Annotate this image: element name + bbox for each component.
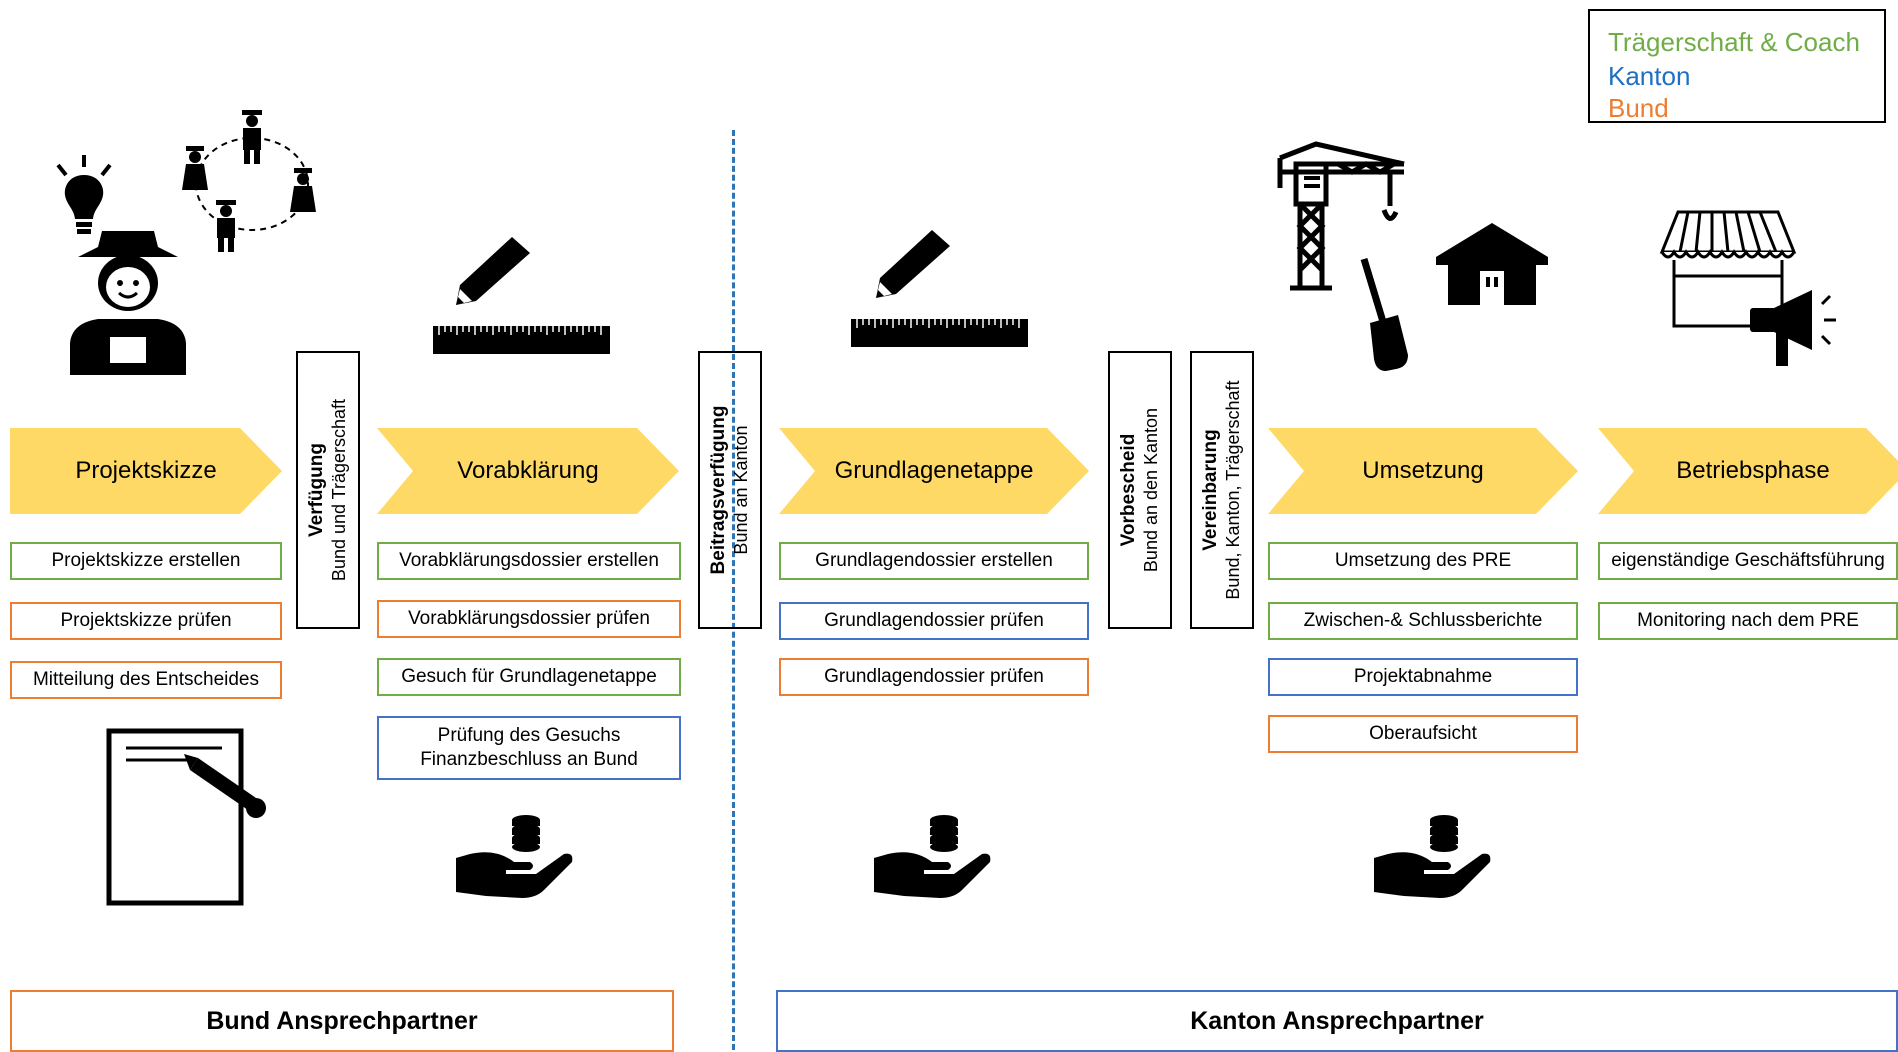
divider-line bbox=[732, 130, 735, 1050]
pencil-icon bbox=[876, 230, 950, 298]
shovel-icon bbox=[1360, 257, 1408, 371]
task-line: Finanzbeschluss an Bund bbox=[420, 749, 638, 770]
decision-title: Vereinbarung bbox=[1200, 429, 1221, 551]
document-icon bbox=[106, 728, 266, 906]
farmer-icon bbox=[70, 231, 186, 375]
phase-label: Vorabklärung bbox=[457, 457, 599, 484]
money-hand-icon bbox=[456, 815, 573, 898]
contact-kanton: Kanton Ansprechpartner bbox=[776, 990, 1898, 1052]
barn-icon bbox=[1436, 223, 1548, 305]
task-geschaeftsfuehrung: eigenständige Geschäftsführung bbox=[1598, 542, 1898, 580]
decision-subtitle: Bund und Trägerschaft bbox=[329, 398, 349, 582]
ruler-icon bbox=[433, 326, 610, 354]
task-grundlagendossier-pruefen-kanton: Grundlagendossier prüfen bbox=[779, 602, 1089, 640]
task-monitoring: Monitoring nach dem PRE bbox=[1598, 602, 1898, 640]
money-hand-icon bbox=[1374, 815, 1491, 898]
phase-umsetzung: Umsetzung bbox=[1268, 428, 1578, 514]
ruler-icon bbox=[851, 319, 1028, 347]
legend-bund: Bund bbox=[1608, 93, 1669, 123]
task-projektabnahme: Projektabnahme bbox=[1268, 658, 1578, 696]
task-projektskizze-pruefen: Projektskizze prüfen bbox=[10, 602, 282, 640]
phase-label: Grundlagenetappe bbox=[834, 457, 1034, 484]
phase-label: Projektskizze bbox=[75, 457, 217, 484]
task-line: Prüfung des Gesuchs bbox=[437, 725, 621, 746]
people-network-icon bbox=[182, 110, 316, 252]
decision-title: Beitragsverfügung bbox=[708, 405, 729, 575]
market-stall-icon bbox=[1659, 210, 1797, 328]
money-hand-icon bbox=[874, 815, 991, 898]
phase-projektskizze: Projektskizze bbox=[10, 428, 282, 514]
task-mitteilung-entscheid: Mitteilung des Entscheides bbox=[10, 661, 282, 699]
task-grundlagendossier-pruefen-bund: Grundlagendossier prüfen bbox=[779, 658, 1089, 696]
phase-label: Betriebsphase bbox=[1676, 457, 1830, 484]
task-gesuch-grundlagenetappe: Gesuch für Grundlagenetappe bbox=[377, 658, 681, 696]
decision-subtitle: Bund, Kanton, Trägerschaft bbox=[1223, 380, 1243, 600]
contact-bund: Bund Ansprechpartner bbox=[10, 990, 674, 1052]
legend-kanton: Kanton bbox=[1608, 61, 1691, 91]
task-projektskizze-erstellen: Projektskizze erstellen bbox=[10, 542, 282, 580]
task-oberaufsicht: Oberaufsicht bbox=[1268, 715, 1578, 753]
task-zwischen-schlussberichte: Zwischen-& Schlussberichte bbox=[1268, 602, 1578, 640]
task-vorabklaerungsdossier-erstellen: Vorabklärungsdossier erstellen bbox=[377, 542, 681, 580]
phase-grundlagenetappe: Grundlagenetappe bbox=[779, 428, 1089, 514]
phase-label: Umsetzung bbox=[1362, 457, 1484, 484]
crane-icon bbox=[1277, 141, 1405, 291]
decision-subtitle: Bund an Kanton bbox=[731, 425, 751, 555]
task-vorabklaerungsdossier-pruefen: Vorabklärungsdossier prüfen bbox=[377, 600, 681, 638]
task-grundlagendossier-erstellen: Grundlagendossier erstellen bbox=[779, 542, 1089, 580]
decision-subtitle: Bund an den Kanton bbox=[1141, 407, 1161, 573]
task-umsetzung-pre: Umsetzung des PRE bbox=[1268, 542, 1578, 580]
legend-traegerschaft: Trägerschaft & Coach bbox=[1608, 27, 1860, 57]
task-pruefung-gesuch: Prüfung des Gesuchs Finanzbeschluss an B… bbox=[377, 716, 681, 780]
decision-title: Vorbescheid bbox=[1118, 433, 1139, 547]
decision-title: Verfügung bbox=[306, 443, 327, 537]
phase-betriebsphase: Betriebsphase bbox=[1598, 428, 1898, 514]
pencil-icon bbox=[456, 237, 530, 305]
phase-vorabklaerung: Vorabklärung bbox=[377, 428, 679, 514]
megaphone-icon bbox=[1750, 290, 1836, 366]
legend: Trägerschaft & Coach Kanton Bund bbox=[1588, 9, 1886, 123]
lightbulb-icon bbox=[56, 155, 112, 234]
